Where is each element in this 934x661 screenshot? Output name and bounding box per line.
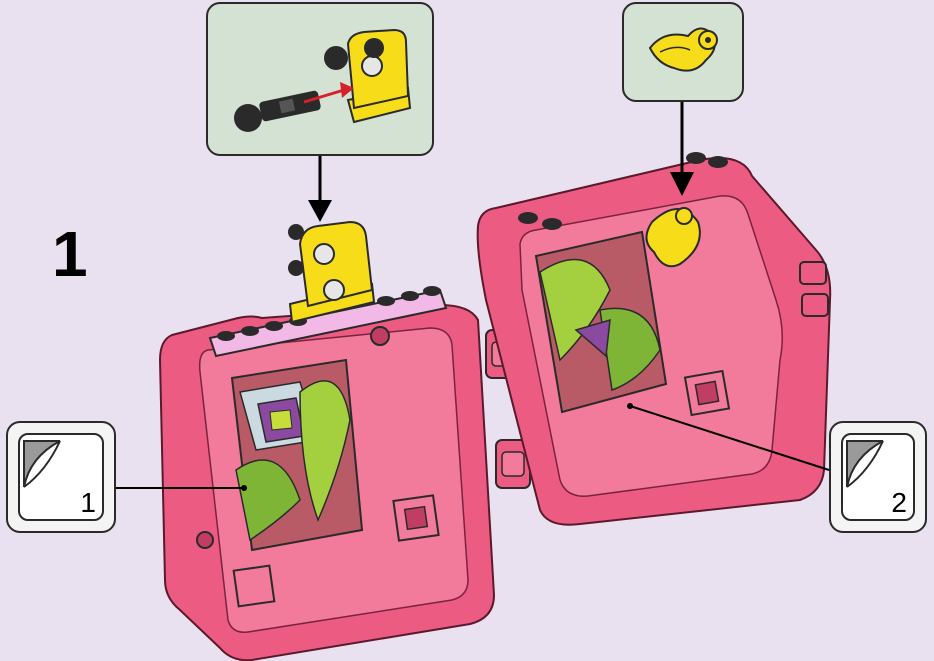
sticker-number-1: 1	[80, 489, 96, 517]
technic-pin-connector-icon	[208, 4, 432, 154]
pink-case-left	[160, 305, 494, 660]
sticker-callout-2: 2	[829, 421, 927, 533]
yellow-flower-plate-icon	[624, 4, 742, 100]
sticker-callout-1: 1	[6, 421, 116, 533]
flower-part-callout	[622, 2, 744, 102]
sticker-number-2: 2	[891, 489, 907, 517]
sub-assembly-callout	[206, 2, 434, 156]
pink-case-right	[478, 152, 831, 525]
step-number: 1	[52, 222, 88, 286]
